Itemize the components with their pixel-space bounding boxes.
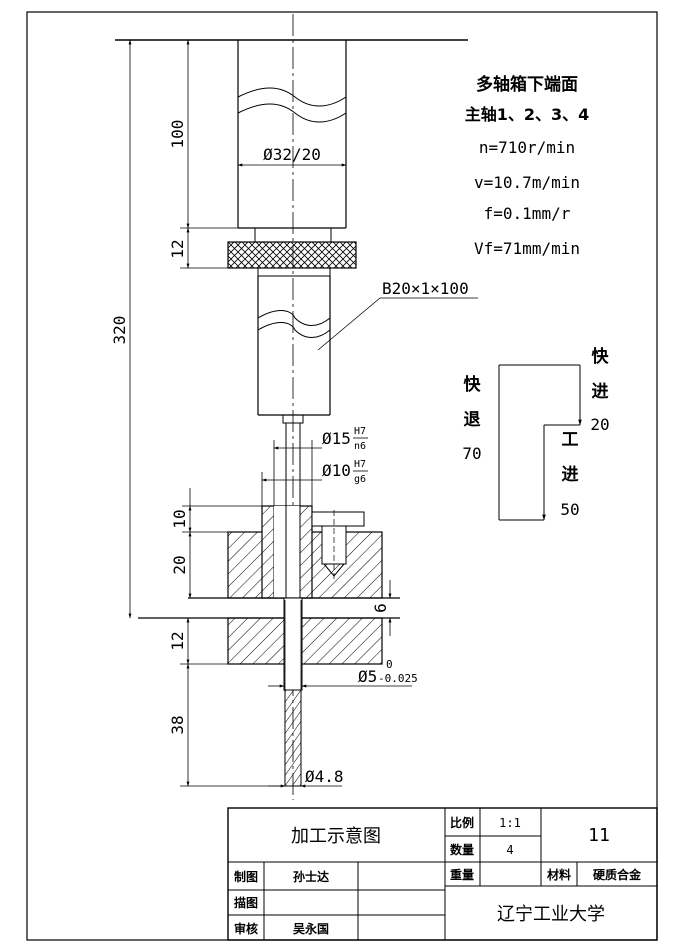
lock-nut	[227, 227, 357, 277]
workpiece-plate	[138, 597, 400, 691]
cycle-rapid-advance-value: 20	[590, 415, 609, 434]
dim-12-bottom: 12	[168, 631, 187, 650]
checked-name: 吴永国	[293, 921, 329, 936]
connecting-bar	[257, 276, 331, 424]
material-label: 材料	[546, 867, 571, 882]
scale-value: 1:1	[499, 816, 521, 830]
param-spindles: 主轴1、2、3、4	[465, 105, 590, 124]
dim-320: 320	[110, 316, 129, 345]
motion-cycle-lines	[498, 364, 582, 521]
param-title: 多轴箱下端面	[476, 74, 578, 95]
dim-10-height: 10	[170, 509, 189, 528]
cycle-work-feed-2: 进	[562, 465, 579, 485]
dim-bar: B20×1×100	[382, 279, 469, 298]
cycle-work-feed-1: 工	[562, 430, 579, 450]
material-value: 硬质合金	[593, 867, 642, 882]
dim-100: 100	[168, 120, 187, 149]
cycle-rapid-retract-2: 退	[464, 410, 481, 430]
param-speed: n=710r/min	[479, 138, 575, 157]
cycle-rapid-retract-1: 快	[464, 374, 482, 395]
spindle	[237, 40, 347, 229]
scale-label: 比例	[450, 815, 474, 830]
traced-label: 描图	[234, 895, 258, 910]
dim-15-fit-bottom: n6	[354, 441, 366, 452]
param-velocity: v=10.7m/min	[474, 173, 580, 192]
weight-label: 重量	[450, 867, 474, 882]
dim-12-top: 12	[168, 239, 187, 258]
drawn-name: 孙士达	[293, 869, 329, 884]
dim-4-8: Ø4.8	[305, 767, 344, 786]
guide-plate	[227, 505, 383, 599]
university-name: 辽宁工业大学	[497, 904, 605, 925]
dim-5: Ø5	[358, 667, 377, 686]
quantity-value: 4	[506, 843, 513, 857]
title-block	[227, 807, 658, 941]
quantity-label: 数量	[450, 842, 474, 857]
param-feed-rate: Vf=71mm/min	[474, 239, 580, 258]
dim-15-fit-top: H7	[354, 426, 366, 437]
dim-20: 20	[170, 555, 189, 574]
dim-32-20: Ø32/20	[263, 145, 321, 164]
dim-15: Ø15	[322, 429, 351, 448]
dim-5-tol-lower: -0.025	[378, 672, 418, 685]
dim-38: 38	[168, 715, 187, 734]
dim-5-tol-upper: 0	[386, 658, 393, 671]
dimension-lines	[128, 39, 478, 788]
dim-10: Ø10	[322, 461, 351, 480]
dim-10-fit-top: H7	[354, 459, 366, 470]
cycle-work-feed-value: 50	[560, 500, 579, 519]
cycle-rapid-advance-2: 进	[592, 382, 609, 402]
cycle-rapid-advance-1: 快	[592, 346, 610, 367]
checked-label: 审核	[234, 921, 258, 936]
dim-10-fit-bottom: g6	[354, 474, 366, 485]
locking-screw	[311, 510, 365, 580]
drawing-number: 11	[588, 825, 610, 846]
param-feed: f=0.1mm/r	[484, 204, 571, 223]
drawn-label: 制图	[234, 869, 258, 884]
cycle-rapid-retract-value: 70	[462, 444, 481, 463]
dim-6: 6	[371, 603, 390, 613]
drawing-title: 加工示意图	[291, 826, 381, 847]
